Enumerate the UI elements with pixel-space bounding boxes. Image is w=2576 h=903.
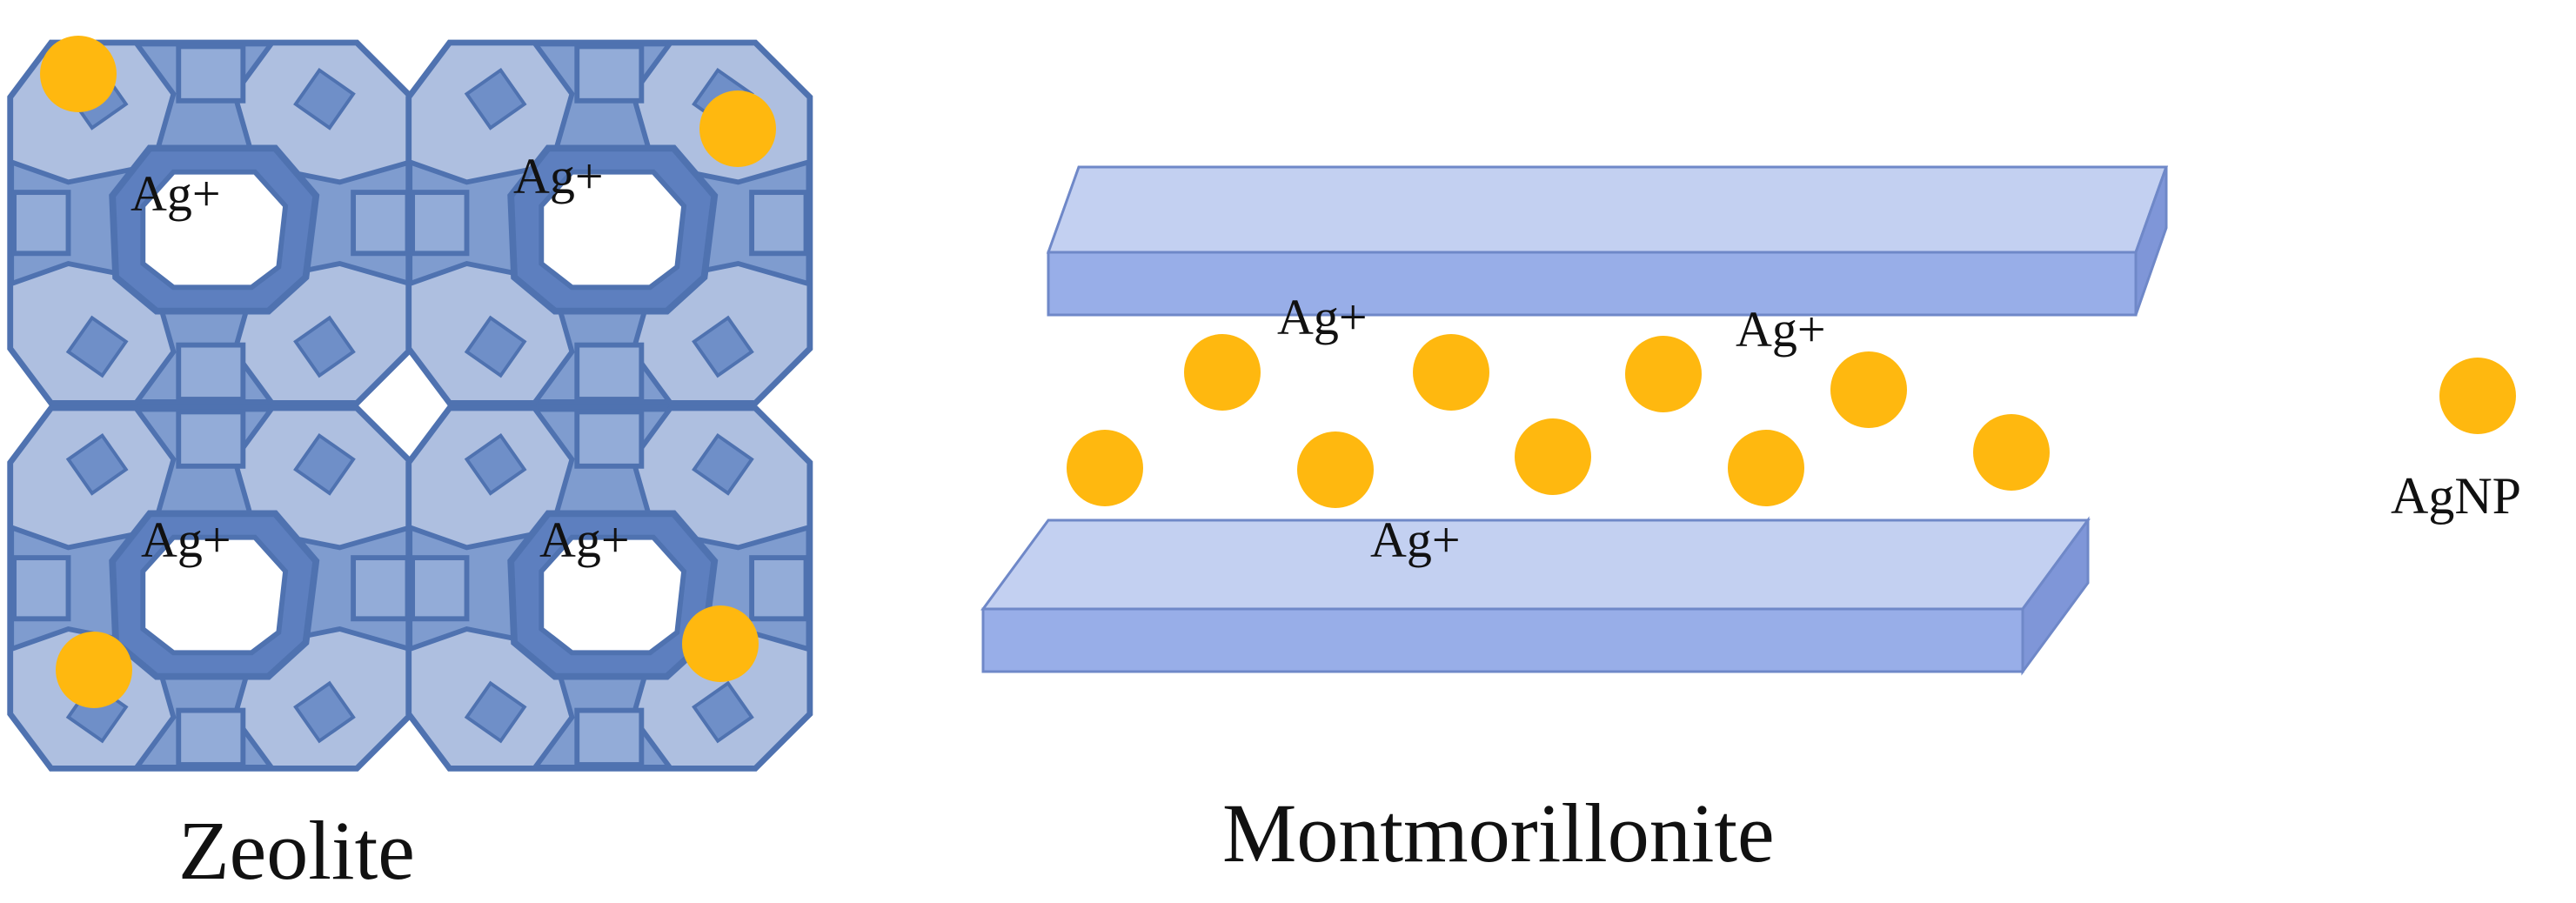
- montmorillonite-nanoparticles: [1067, 334, 2050, 508]
- montmorillonite-sheet-bottom: [980, 516, 2091, 676]
- montmorillonite-ion-label-2: Ag+: [1736, 301, 1826, 358]
- zeolite-cell-bottom-right: [409, 409, 809, 768]
- zeolite-cell-bottom-left: [10, 409, 411, 768]
- agnp-interlayer-2: [1413, 334, 1489, 411]
- zeolite-ion-label-3: Ag+: [141, 512, 231, 568]
- montmorillonite-ion-label-3: Ag+: [1370, 512, 1461, 568]
- agnp-zeolite-4: [682, 605, 759, 682]
- zeolite-caption: Zeolite: [178, 804, 415, 897]
- agnp-zeolite-3: [56, 632, 132, 708]
- zeolite-ion-label-4: Ag+: [539, 512, 630, 568]
- agnp-zeolite-1: [40, 36, 117, 112]
- agnp-interlayer-8: [1728, 430, 1804, 506]
- legend-label: AgNP: [2391, 467, 2521, 525]
- agnp-interlayer-3: [1625, 336, 1702, 412]
- agnp-interlayer-9: [1973, 414, 2050, 491]
- agnp-zeolite-2: [699, 90, 776, 167]
- agnp-interlayer-4: [1830, 351, 1907, 428]
- agnp-interlayer-5: [1067, 430, 1143, 506]
- montmorillonite-ion-label-1: Ag+: [1277, 289, 1368, 345]
- montmorillonite-sheet-top: [1046, 165, 2169, 317]
- zeolite-ion-label-1: Ag+: [130, 165, 221, 222]
- agnp-interlayer-6: [1297, 431, 1374, 508]
- agnp-legend-marker: [2439, 358, 2516, 434]
- zeolite-nanoparticles: [40, 36, 776, 708]
- agnp-interlayer-1: [1184, 334, 1261, 411]
- montmorillonite-caption: Montmorillonite: [1222, 786, 1775, 880]
- agnp-interlayer-7: [1515, 418, 1591, 495]
- legend: AgNP: [2391, 358, 2521, 525]
- zeolite-ion-label-2: Ag+: [513, 148, 604, 204]
